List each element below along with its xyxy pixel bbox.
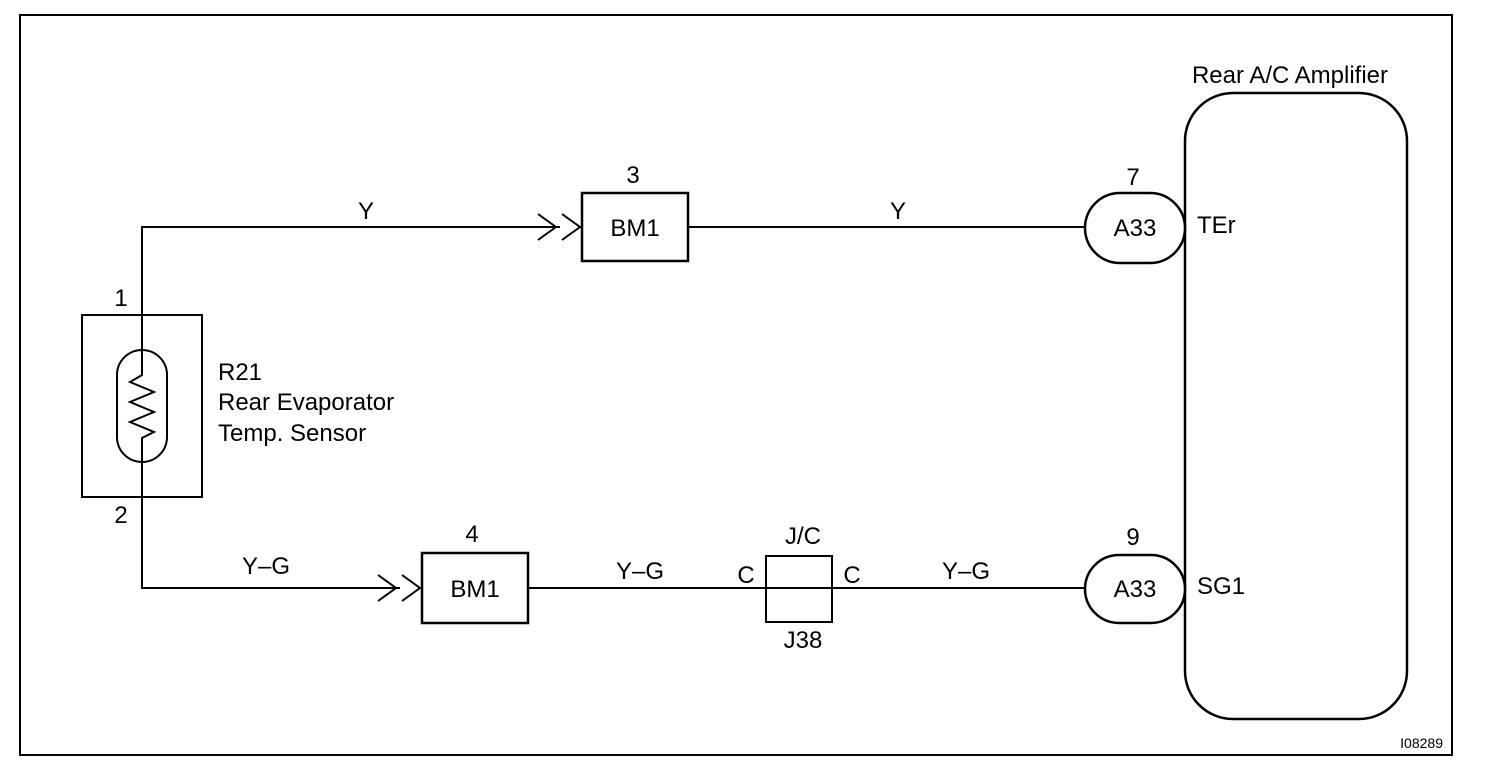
bottom-wire-left	[141, 462, 400, 589]
sensor-pin-1: 1	[114, 285, 127, 312]
bottom-wire-left-color: Y–G	[242, 553, 290, 580]
top-connector-chevron-outer	[537, 213, 558, 241]
bottom-a33-pin: 9	[1126, 524, 1139, 551]
rear-ac-amplifier-body	[1183, 91, 1409, 721]
top-wire-right-color: Y	[890, 198, 906, 225]
top-bm1-pin: 3	[626, 162, 639, 189]
top-a33-connector	[1083, 191, 1187, 265]
bottom-bm1-label: BM1	[450, 576, 499, 603]
top-a33-label: A33	[1114, 215, 1157, 242]
top-bm1-label: BM1	[610, 215, 659, 242]
sensor-name-line1: Rear Evaporator	[218, 389, 394, 416]
sensor-code: R21	[218, 359, 262, 386]
bottom-bm1-connector	[420, 551, 530, 625]
top-a33-pin: 7	[1126, 164, 1139, 191]
amplifier-title: Rear A/C Amplifier	[1192, 62, 1388, 89]
sensor-pin-2: 2	[114, 502, 127, 529]
bottom-wire-right-color: Y–G	[942, 558, 990, 585]
junction-jc-label: J/C	[785, 523, 821, 550]
bottom-bm1-pin: 4	[465, 521, 478, 548]
top-wire-left-color: Y	[358, 198, 374, 225]
bottom-a33-label: A33	[1114, 576, 1157, 603]
bottom-wire-mid-color: Y–G	[616, 558, 664, 585]
bottom-connector-chevron-inner	[401, 574, 422, 602]
top-wire-left	[141, 226, 560, 350]
junction-code: J38	[784, 627, 823, 654]
terminal-ter: TEr	[1197, 212, 1236, 239]
terminal-sg1: SG1	[1197, 573, 1245, 600]
sensor-name-line2: Temp. Sensor	[218, 420, 366, 447]
figure-id: I08289	[1400, 735, 1443, 751]
junction-pin-right: C	[843, 562, 860, 589]
bottom-a33-connector	[1083, 553, 1187, 625]
junction-pin-left: C	[737, 562, 754, 589]
bottom-connector-chevron-outer	[377, 574, 398, 602]
diagram-frame	[19, 14, 1453, 756]
thermistor-resistor-symbol	[127, 350, 157, 462]
top-connector-chevron-inner	[561, 213, 582, 241]
